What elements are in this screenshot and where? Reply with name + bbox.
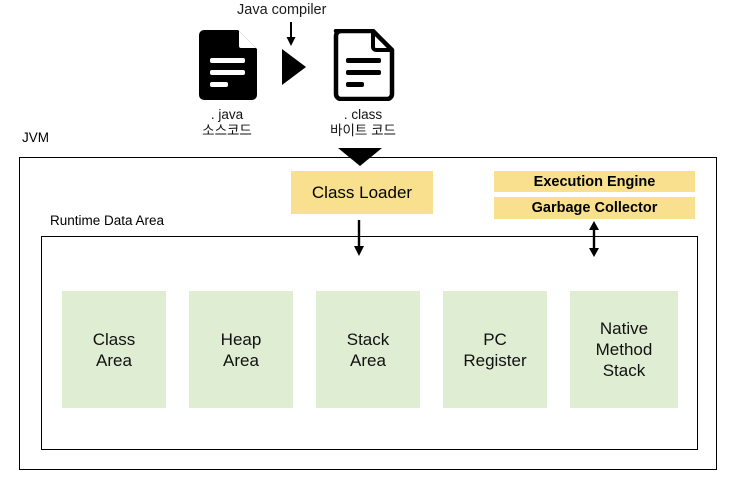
- class-file-subtitle: 바이트 코드: [330, 123, 396, 138]
- runtime-data-area-container: [41, 236, 698, 450]
- memory-area-box[interactable]: Heap Area: [189, 291, 293, 408]
- execution-engine-box[interactable]: Execution Engine: [494, 171, 695, 192]
- memory-area-line1: Stack: [346, 329, 390, 349]
- garbage-collector-box[interactable]: Garbage Collector: [494, 197, 695, 219]
- java-file-label: . java 소스코드: [167, 107, 287, 139]
- java-compiler-label: Java compiler: [237, 2, 327, 18]
- arrow-down-icon: [354, 220, 364, 256]
- memory-area-line2: Method: [595, 340, 653, 359]
- class-file-label: . class 바이트 코드: [303, 107, 423, 139]
- memory-area-line1: Class: [92, 329, 136, 349]
- arrow-up-down-icon: [589, 221, 599, 257]
- java-file-subtitle: 소스코드: [202, 123, 252, 138]
- runtime-data-area-label: Runtime Data Area: [50, 213, 165, 228]
- memory-area-box[interactable]: PC Register: [443, 291, 547, 408]
- document-outline-icon: [333, 29, 395, 101]
- memory-area-line1: PC: [483, 329, 507, 349]
- jvm-title: JVM: [22, 130, 49, 145]
- memory-area-line2: Register: [463, 350, 527, 370]
- memory-area-box[interactable]: Stack Area: [316, 291, 420, 408]
- memory-area-box[interactable]: Class Area: [62, 291, 166, 408]
- memory-area-line1: Native: [599, 319, 649, 338]
- memory-area-box[interactable]: Native Method Stack: [570, 291, 678, 408]
- class-loader-box[interactable]: Class Loader: [291, 171, 433, 214]
- memory-area-line2: Area: [223, 350, 259, 370]
- arrow-down-icon: [286, 22, 296, 46]
- memory-area-line2: Area: [96, 350, 132, 370]
- triangle-down-arrowhead-icon: [338, 148, 382, 166]
- memory-area-line3: Stack: [602, 361, 646, 380]
- document-filled-icon: [199, 30, 257, 100]
- memory-area-line1: Heap: [220, 329, 262, 349]
- triangle-right-icon: [282, 49, 306, 85]
- memory-area-line2: Area: [350, 350, 386, 370]
- class-file-name: . class: [343, 107, 383, 122]
- java-file-name: . java: [210, 107, 244, 122]
